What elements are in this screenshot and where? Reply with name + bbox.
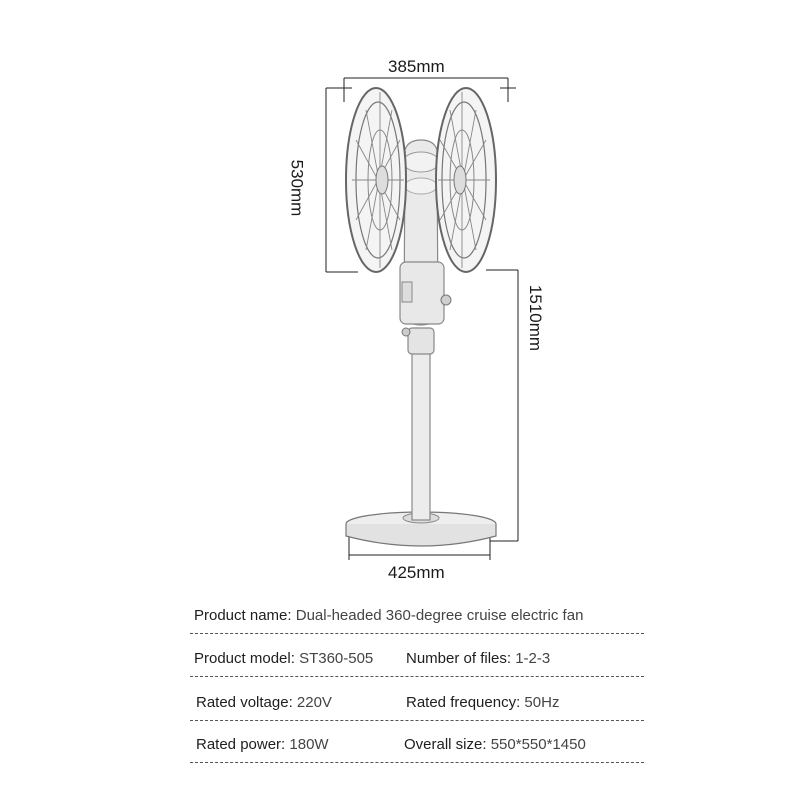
rated-frequency: Rated frequency: 50Hz (406, 694, 559, 711)
product-name-value: Dual-headed 360-degree cruise electric f… (295, 607, 584, 624)
dimension-base-width-label: 425mm (388, 563, 445, 582)
fan-body (399, 139, 452, 326)
product-name: Product name: Dual-headed 360-degree cru… (194, 607, 583, 624)
rated-power-label: Rated power: (196, 736, 286, 753)
rated-frequency-value: 50Hz (524, 694, 560, 711)
number-of-files-label: Number of files: (406, 650, 512, 667)
number-of-files: Number of files: 1-2-3 (406, 650, 550, 667)
number-of-files-value: 1-2-3 (515, 650, 551, 667)
product-model-label: Product model: (194, 650, 295, 667)
product-model-value: ST360-505 (299, 650, 374, 667)
spec-row-voltage: Rated voltage: 220V Rated frequency: 50H… (190, 688, 644, 721)
dimension-lines (325, 77, 519, 560)
fan-illustration (325, 77, 519, 560)
spec-row-product-name: Product name: Dual-headed 360-degree cru… (190, 601, 644, 634)
right-fan-head (435, 87, 497, 273)
product-model: Product model: ST360-505 (194, 650, 373, 667)
product-diagram: 385mm 530mm 1510mm 425mm (287, 57, 546, 582)
spec-row-power: Rated power: 180W Overall size: 550*550*… (190, 730, 644, 763)
dimension-width-label: 385mm (388, 57, 445, 76)
product-name-label: Product name: (194, 607, 292, 624)
rated-voltage: Rated voltage: 220V (196, 694, 332, 711)
rated-power: Rated power: 180W (196, 736, 329, 753)
dimension-total-height-label: 1510mm (526, 284, 546, 352)
overall-size-value: 550*550*1450 (490, 736, 586, 753)
overall-size-label: Overall size: (404, 736, 487, 753)
rated-voltage-value: 220V (296, 694, 332, 711)
overall-size: Overall size: 550*550*1450 (404, 736, 586, 753)
left-fan-head (345, 87, 407, 273)
spec-row-model: Product model: ST360-505 Number of files… (190, 644, 644, 677)
rated-voltage-label: Rated voltage: (196, 694, 293, 711)
dimension-head-height-label: 530mm (287, 159, 307, 217)
fan-pole (401, 327, 435, 521)
rated-frequency-label: Rated frequency: (406, 694, 521, 711)
rated-power-value: 180W (289, 736, 329, 753)
